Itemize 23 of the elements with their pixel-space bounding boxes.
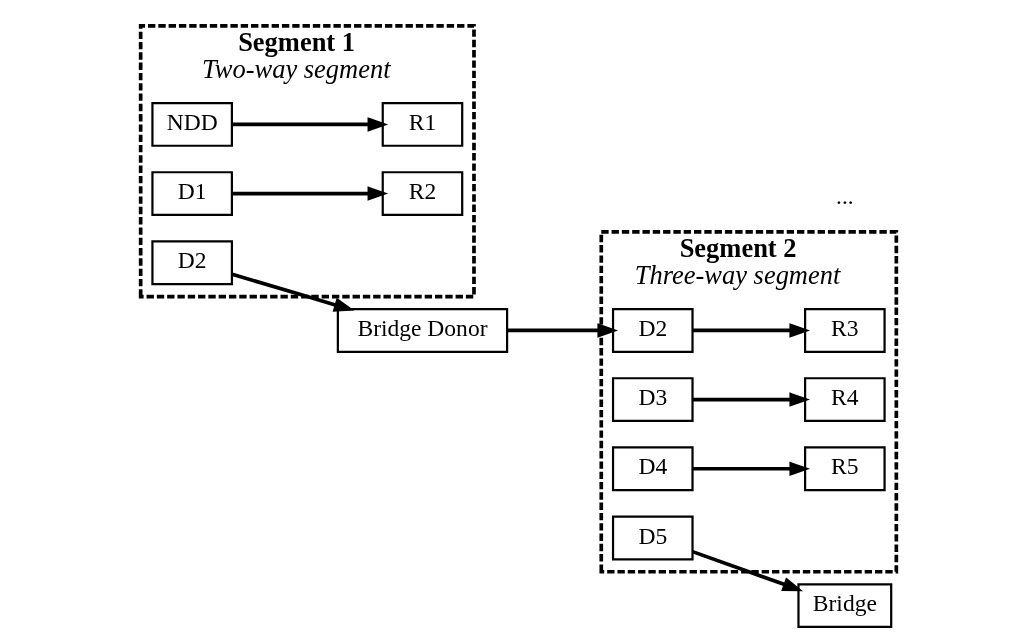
arrow xyxy=(692,392,810,407)
node-box: D2 xyxy=(611,308,694,353)
arrow xyxy=(506,323,618,338)
node-box: R2 xyxy=(381,171,463,216)
node-box: D1 xyxy=(150,171,233,216)
label: ... xyxy=(835,182,854,209)
node-box: D3 xyxy=(611,377,694,423)
node-box: Bridge Donor xyxy=(336,308,508,353)
node-box: D2 xyxy=(150,240,233,286)
node-box: Bridge xyxy=(796,583,892,629)
node-box: R4 xyxy=(803,377,886,423)
arrow xyxy=(692,461,810,476)
node-box: D4 xyxy=(611,446,694,492)
node-box: NDD xyxy=(150,101,233,147)
node-box: R3 xyxy=(803,308,886,353)
arrow xyxy=(691,549,803,592)
arrow xyxy=(692,323,810,338)
arrow xyxy=(231,272,354,312)
node-box: R1 xyxy=(381,101,463,147)
arrow xyxy=(231,186,388,201)
node-box: D5 xyxy=(611,515,694,561)
node-box: R5 xyxy=(803,446,886,492)
arrow xyxy=(231,117,388,132)
